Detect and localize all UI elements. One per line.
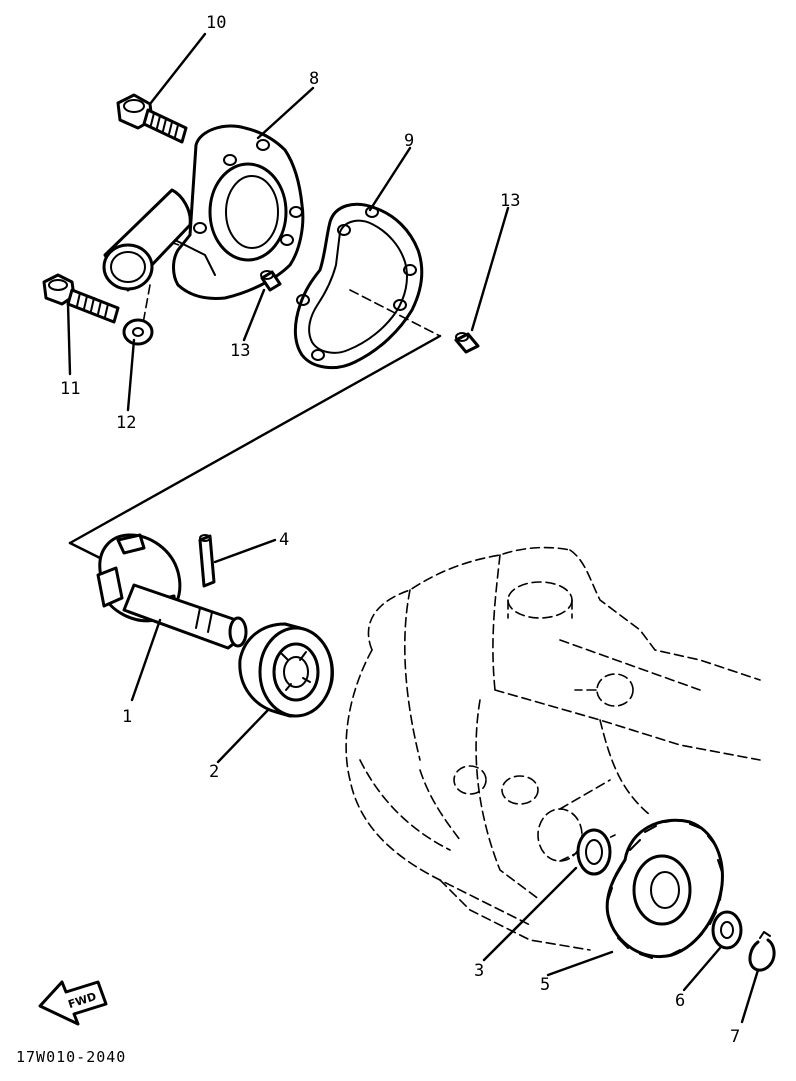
callout-13-left: 13 bbox=[230, 341, 250, 361]
part-4-pin bbox=[198, 534, 216, 588]
part-13-dowel-pin-b bbox=[454, 332, 480, 354]
callout-8: 8 bbox=[309, 69, 319, 89]
callout-4: 4 bbox=[279, 530, 289, 550]
callout-10: 10 bbox=[206, 13, 226, 33]
part-10-bolt bbox=[116, 93, 188, 144]
part-7-circlip bbox=[748, 931, 776, 972]
part-13-dowel-pin-a bbox=[260, 270, 282, 292]
callout-12: 12 bbox=[116, 413, 136, 433]
part-9-gasket bbox=[293, 202, 424, 370]
callout-1: 1 bbox=[122, 707, 132, 727]
callout-7: 7 bbox=[730, 1027, 740, 1047]
part-11-bolt bbox=[42, 273, 120, 324]
part-8-pump-housing bbox=[102, 124, 305, 300]
part-6-washer bbox=[711, 910, 743, 950]
part-12-washer bbox=[122, 318, 154, 346]
callout-5: 5 bbox=[540, 975, 550, 995]
callout-9: 9 bbox=[404, 131, 414, 151]
callout-leaders bbox=[66, 32, 760, 1024]
fwd-arrow-icon: FWD bbox=[38, 980, 108, 1026]
callout-13-right: 13 bbox=[500, 191, 520, 211]
part-1-impeller-shaft bbox=[96, 533, 248, 650]
callout-6: 6 bbox=[675, 991, 685, 1011]
part-2-bearing bbox=[238, 622, 334, 718]
part-5-gear bbox=[605, 818, 724, 959]
callout-3: 3 bbox=[474, 961, 484, 981]
callout-2: 2 bbox=[209, 762, 219, 782]
callout-numbers: 10 8 9 13 13 11 12 4 1 2 3 5 6 7 bbox=[60, 13, 740, 1047]
callout-11: 11 bbox=[60, 379, 80, 399]
part-3-washer bbox=[576, 828, 612, 876]
diagram-code: 17W010-2040 bbox=[16, 1048, 126, 1066]
